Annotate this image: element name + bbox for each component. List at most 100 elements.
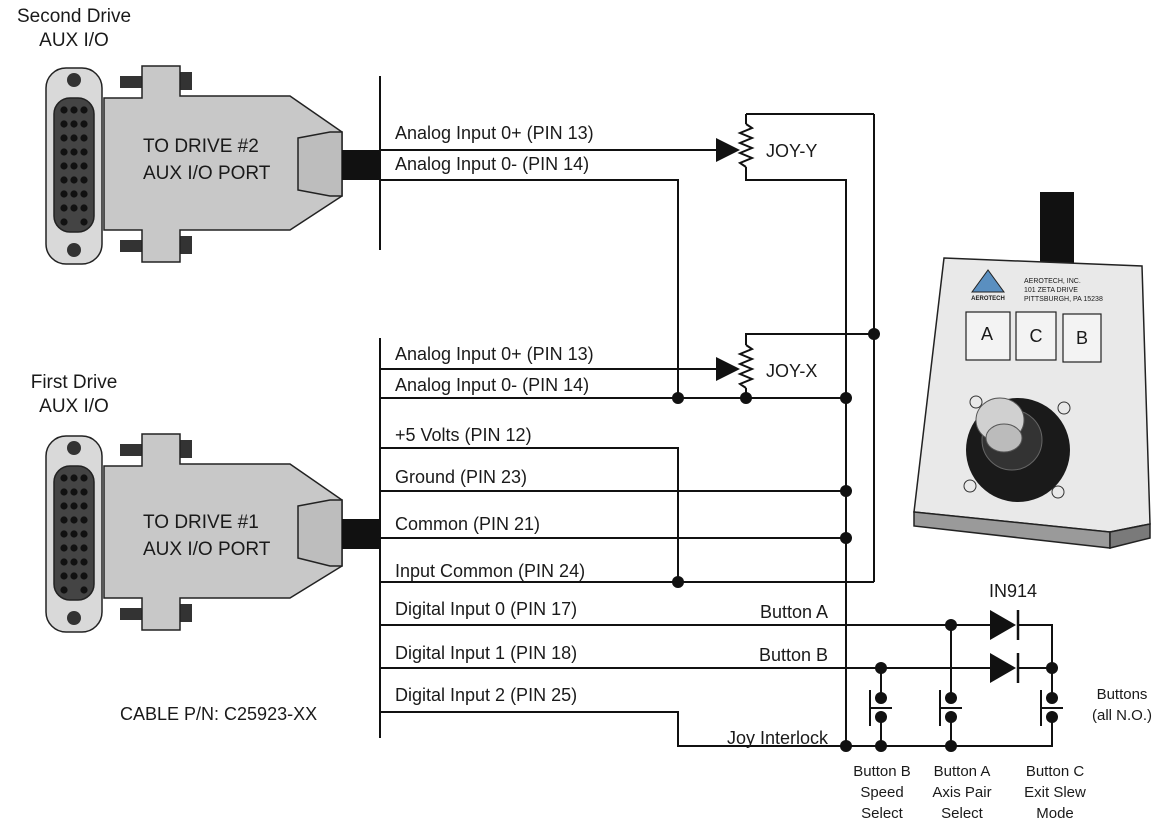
drive1-nut-bottom bbox=[180, 604, 192, 622]
drive2-pin bbox=[80, 120, 88, 128]
drive2-pin bbox=[60, 176, 68, 184]
junction-dot bbox=[740, 392, 752, 404]
switch-button-b bbox=[869, 668, 892, 746]
junction-dot bbox=[840, 532, 852, 544]
drive2-pin bbox=[60, 190, 68, 198]
buttons-note-2: (all N.O.) bbox=[1092, 707, 1152, 724]
drive2-pin bbox=[80, 176, 88, 184]
drive1-label-1: TO DRIVE #1 bbox=[143, 512, 259, 533]
drive1-pin bbox=[60, 572, 68, 580]
caption-b-1: Button B bbox=[853, 763, 911, 780]
d1-signal-din2: Digital Input 2 (PIN 25) bbox=[395, 685, 577, 705]
joystick-box: AEROTECH AEROTECH, INC. 101 ZETA DRIVE P… bbox=[913, 192, 1151, 549]
drive2-pin bbox=[80, 204, 88, 212]
aerotech-logo-text: AEROTECH bbox=[971, 296, 1005, 302]
company-line-2: 101 ZETA DRIVE bbox=[1024, 287, 1078, 294]
joy-y-resistor bbox=[737, 123, 755, 168]
box-button-c-label: C bbox=[1030, 326, 1043, 346]
junction-dot bbox=[840, 485, 852, 497]
cable-part-number: CABLE P/N: C25923-XX bbox=[120, 704, 317, 724]
drive1-nut-top bbox=[180, 440, 192, 458]
wire-label-button-a: Button A bbox=[760, 602, 828, 622]
joy-y-bottom-wire bbox=[745, 167, 847, 398]
junction-dot bbox=[945, 711, 957, 723]
drive2-heading-2: AUX I/O bbox=[39, 30, 109, 51]
drive2-connector: TO DRIVE #2 AUX I/O PORT bbox=[45, 65, 380, 265]
drive2-jackscrew-bottom bbox=[120, 240, 142, 252]
drive2-cable-clamp bbox=[297, 131, 343, 197]
drive1-heading-2: AUX I/O bbox=[39, 396, 109, 417]
junction-dot bbox=[1046, 711, 1058, 723]
drive2-pin bbox=[60, 134, 68, 142]
drive2-pin bbox=[60, 148, 68, 156]
caption-a-3: Select bbox=[941, 805, 984, 821]
drive2-nut-bottom bbox=[180, 236, 192, 254]
junction-dot bbox=[840, 740, 852, 752]
d1-signal-din1: Digital Input 1 (PIN 18) bbox=[395, 643, 577, 663]
junction-dot bbox=[1046, 662, 1058, 674]
drive1-label-2: AUX I/O PORT bbox=[143, 539, 271, 560]
junction-dot bbox=[868, 328, 880, 340]
d1-signal-common: Common (PIN 21) bbox=[395, 514, 540, 534]
drive1-pin bbox=[80, 544, 88, 552]
company-line-3: PITTSBURGH, PA 15238 bbox=[1024, 296, 1103, 303]
drive1-pin bbox=[60, 586, 68, 594]
drive2-pin bbox=[70, 148, 78, 156]
drive2-pin bbox=[70, 120, 78, 128]
diode-1-output-wire bbox=[1018, 624, 1053, 690]
drive1-pin bbox=[80, 474, 88, 482]
box-button-a-cap bbox=[965, 311, 1011, 361]
drive1-pin bbox=[60, 502, 68, 510]
joystick-box-side bbox=[1109, 523, 1151, 549]
box-button-c-cap bbox=[1015, 311, 1057, 361]
drive2-nut-top bbox=[180, 72, 192, 90]
buttons-note-1: Buttons bbox=[1097, 686, 1148, 703]
drive2-cable bbox=[342, 150, 380, 180]
junction-dots bbox=[672, 328, 1058, 752]
junction-dot bbox=[945, 692, 957, 704]
drive2-pin bbox=[70, 176, 78, 184]
drive2-screw-top bbox=[67, 73, 81, 87]
caption-c-3: Mode bbox=[1036, 805, 1074, 821]
joystick-cable bbox=[1040, 192, 1074, 264]
drive2-pin bbox=[60, 204, 68, 212]
drive1-jackscrew-top bbox=[120, 444, 142, 456]
box-button-a: A bbox=[965, 311, 1011, 361]
drive1-screw-bottom bbox=[67, 611, 81, 625]
drive2-pin bbox=[70, 106, 78, 114]
d2-signal-ain0n: Analog Input 0- (PIN 14) bbox=[395, 154, 589, 174]
junction-dot bbox=[672, 576, 684, 588]
drive1-cable-clamp bbox=[297, 499, 343, 567]
drive1-pin bbox=[80, 502, 88, 510]
drive1-pin bbox=[80, 558, 88, 566]
drive2-pin bbox=[60, 162, 68, 170]
drive2-screw-bottom bbox=[67, 243, 81, 257]
joy-y-label: JOY-Y bbox=[766, 141, 817, 161]
drive1-pin bbox=[60, 488, 68, 496]
junction-dot bbox=[945, 619, 957, 631]
box-button-b-label: B bbox=[1076, 328, 1088, 348]
d1-signal-ain0n: Analog Input 0- (PIN 14) bbox=[395, 375, 589, 395]
junction-dot bbox=[840, 392, 852, 404]
junction-dot bbox=[672, 392, 684, 404]
joy-x-wiper-arrow bbox=[716, 357, 740, 381]
drive1-pin bbox=[60, 530, 68, 538]
wire-label-joy-interlock: Joy Interlock bbox=[727, 728, 829, 748]
drive1-pin bbox=[70, 502, 78, 510]
drive2-pin bbox=[80, 190, 88, 198]
drive2-pin bbox=[60, 218, 68, 226]
diode-label: IN914 bbox=[989, 581, 1037, 601]
junction-dot bbox=[1046, 692, 1058, 704]
mount-screw-3-icon bbox=[963, 479, 977, 493]
d1-signal-5v: +5 Volts (PIN 12) bbox=[395, 425, 532, 445]
caption-b-2: Speed bbox=[860, 784, 903, 801]
drive1-pin bbox=[80, 516, 88, 524]
drive2-pin bbox=[70, 204, 78, 212]
d1-signal-ground: Ground (PIN 23) bbox=[395, 467, 527, 487]
caption-b-3: Select bbox=[861, 805, 904, 821]
junction-dot bbox=[875, 662, 887, 674]
d2-signal-ain0p: Analog Input 0+ (PIN 13) bbox=[395, 123, 594, 143]
d1-signal-input-common: Input Common (PIN 24) bbox=[395, 561, 585, 581]
